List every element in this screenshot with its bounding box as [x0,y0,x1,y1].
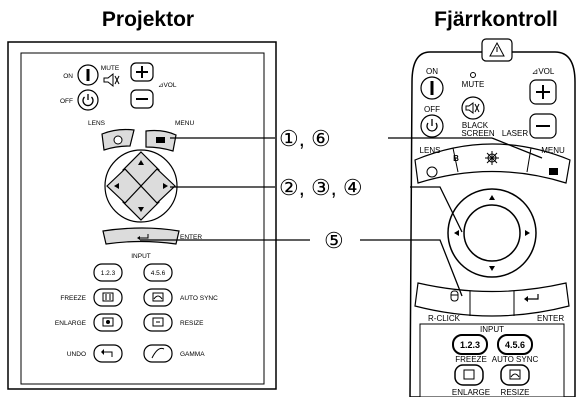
remote-off-label: OFF [424,105,440,114]
proj-lens-button[interactable] [101,128,135,151]
remote-input-2-button[interactable]: 4.5.6 [497,334,533,355]
proj-input-2-button[interactable]: 4.5.6 [143,263,173,282]
remote-input-label: INPUT [480,325,504,334]
remote-input-1-button[interactable]: 1.2.3 [452,334,488,355]
proj-resize-label: RESIZE [180,320,204,327]
proj-enter-button[interactable] [102,227,180,245]
remote-freeze-button[interactable] [454,364,484,386]
proj-volume-down-button[interactable] [130,89,154,109]
remote-menu-button[interactable] [549,168,558,175]
leader-line-2-right [410,186,463,233]
remote-dpad[interactable] [447,188,537,278]
remote-input-1-label: 1.2.3 [460,340,480,350]
proj-menu-button[interactable] [145,129,177,152]
remote-laser-button[interactable] [485,151,499,165]
remote-auto-sync-label: AUTO SYNC [492,355,539,364]
remote-auto-sync-button[interactable] [500,364,530,386]
remote-input-2-label: 4.5.6 [505,340,525,350]
proj-gamma-button[interactable] [143,344,173,363]
remote-freeze-label: FREEZE [455,355,487,364]
remote-enter-button[interactable] [524,294,539,302]
remote-resize-label: RESIZE [501,388,530,397]
remote-black-label: BLACK [462,121,489,130]
proj-mute-label: MUTE [101,65,120,72]
remote-volume-down-button[interactable] [529,113,557,139]
proj-freeze-button[interactable] [93,288,123,307]
proj-undo-button[interactable] [93,344,123,363]
proj-volume-up-button[interactable] [130,62,154,82]
remote-mute-label: MUTE [462,80,485,89]
remote-menu-label: MENU [541,146,565,155]
proj-mute-icon[interactable] [103,72,120,88]
leader-line-3-right [360,239,463,297]
proj-auto-sync-label: AUTO SYNC [180,295,218,302]
remote-header: Fjärrkontroll [434,8,558,31]
proj-dpad[interactable] [104,149,178,223]
laser-emitter-icon [481,38,513,62]
proj-gamma-label: GAMMA [180,351,205,358]
remote-r-click-label: R-CLICK [428,314,461,323]
remote-control: ON OFF MUTE ⊿VOL [409,38,576,397]
proj-lens-label: LENS [88,120,106,127]
remote-power-off-button[interactable] [420,114,444,138]
callout-1-6: ①, ⑥ [279,126,331,151]
proj-menu-label: MENU [175,120,194,127]
remote-b-label: B [453,154,459,163]
remote-enter-label: ENTER [537,314,564,323]
leader-line-1-diag [491,137,543,159]
proj-dpad-right[interactable] [140,168,176,204]
proj-input-1-label: 1.2.3 [101,270,116,277]
callout-2-3-4: ②, ③, ④ [279,175,363,200]
proj-enter-label: ENTER [180,234,202,241]
projector-panel: ON OFF MUTE ⊿VOL LENS [7,41,277,390]
proj-vol-label: ⊿VOL [158,82,177,89]
remote-enlarge-label: ENLARGE [452,388,490,397]
proj-power-on-button[interactable] [77,64,99,86]
proj-input-2-label: 4.5.6 [151,270,166,277]
proj-input-1-button[interactable]: 1.2.3 [93,263,123,282]
proj-resize-button[interactable] [143,313,173,332]
callout-lines [140,137,543,297]
proj-input-label: INPUT [131,253,151,260]
proj-enlarge-button[interactable] [93,313,123,332]
remote-volume-up-button[interactable] [529,79,557,105]
projector-header: Projektor [102,8,194,31]
proj-auto-sync-button[interactable] [143,288,173,307]
remote-r-click-button[interactable] [450,290,459,302]
callout-5: ⑤ [324,228,344,253]
proj-undo-label: UNDO [67,351,86,358]
proj-enlarge-label: ENLARGE [55,320,87,327]
proj-off-label: OFF [60,98,73,105]
remote-vol-label: ⊿VOL [532,67,555,76]
remote-mute-button[interactable] [461,96,485,120]
remote-on-label: ON [426,67,438,76]
remote-lens-label: LENS [420,146,441,155]
remote-lens-button[interactable] [426,166,438,178]
proj-on-label: ON [63,73,73,80]
remote-power-on-button[interactable] [420,76,444,100]
proj-freeze-label: FREEZE [60,295,86,302]
proj-power-off-button[interactable] [77,89,99,111]
remote-screen-label: SCREEN [461,129,495,138]
remote-laser-label: LASER [502,129,528,138]
